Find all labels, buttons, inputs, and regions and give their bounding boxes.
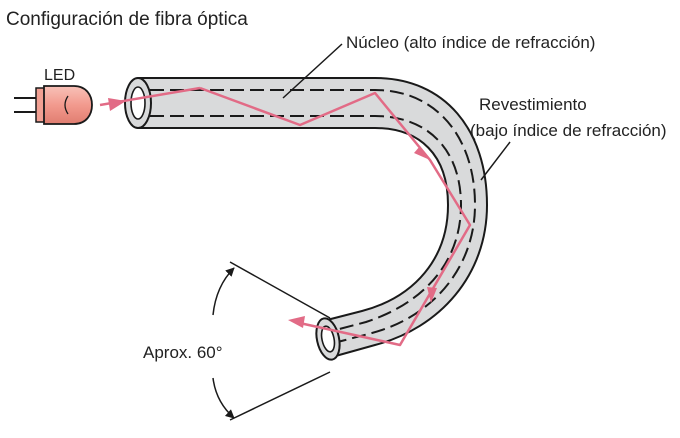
fiber-output-core bbox=[320, 325, 336, 353]
bend-angle-indicator bbox=[212, 261, 331, 421]
angle-ref-line-bottom bbox=[229, 371, 331, 421]
cladding-label-line2: (bajo índice de refracción) bbox=[470, 121, 667, 140]
light-ray-arrow-1 bbox=[108, 98, 126, 111]
light-ray-arrow-2 bbox=[414, 146, 430, 160]
diagram-title: Configuración de fibra óptica bbox=[6, 9, 248, 30]
cladding-leader-line bbox=[480, 141, 511, 181]
light-ray-arrows bbox=[108, 98, 437, 328]
light-ray-arrow-3 bbox=[427, 287, 437, 303]
core-boundary-outer bbox=[150, 89, 477, 345]
bend-angle-label: Aprox. 60° bbox=[143, 343, 223, 362]
light-ray-arrow-4 bbox=[288, 316, 305, 328]
angle-ref-line-top bbox=[229, 261, 331, 319]
optical-fiber bbox=[124, 77, 488, 361]
led-emitter-icon bbox=[14, 85, 93, 125]
core-label: Núcleo (alto índice de refracción) bbox=[346, 33, 595, 52]
core-boundary-inner bbox=[150, 115, 463, 333]
fiber-cladding bbox=[137, 77, 488, 358]
core-leader-line bbox=[282, 43, 343, 99]
cladding-label-line1: Revestimiento bbox=[479, 95, 587, 114]
led-label: LED bbox=[44, 67, 75, 84]
angle-arc-upper bbox=[212, 267, 235, 316]
fiber-input-core bbox=[130, 86, 146, 120]
angle-arc-lower bbox=[212, 377, 235, 419]
